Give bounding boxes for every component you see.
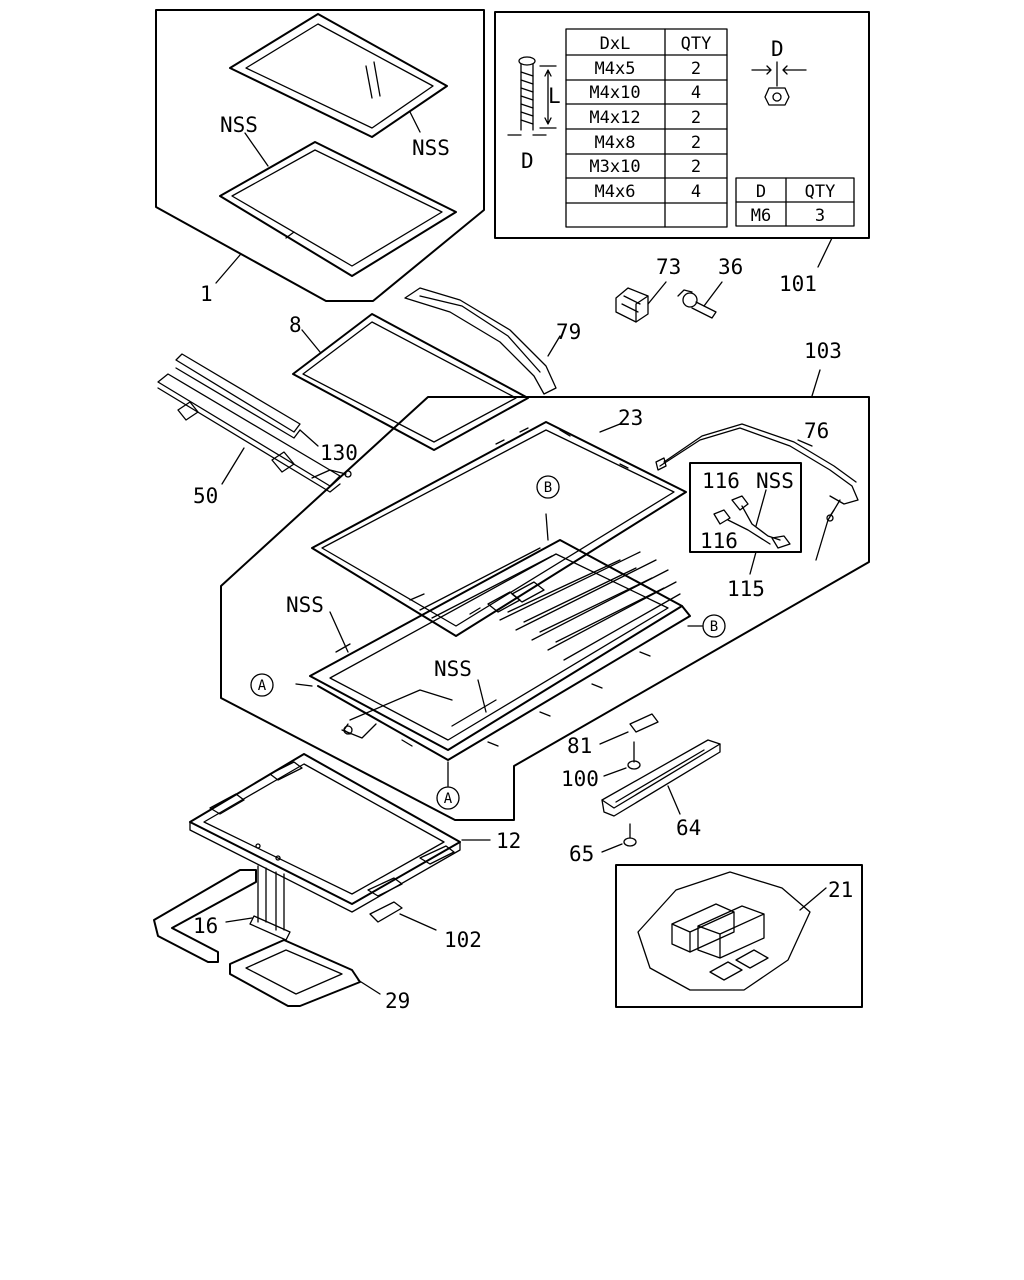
nut-table-cell: M6 (751, 206, 771, 226)
callout-64: 64 (676, 816, 701, 840)
callout-76: 76 (804, 419, 829, 443)
callout-130: 130 (320, 441, 358, 465)
screw-table: DxL QTY M4x5 2 M4x10 4 M4x12 2 M4x8 2 M3… (565, 28, 728, 228)
sub-harness-group-115 (689, 462, 802, 575)
callout-81: 81 (567, 734, 592, 758)
screw-part-100 (603, 741, 641, 777)
svg-text:A: A (258, 678, 267, 694)
callout-nss-glass: NSS (412, 136, 450, 160)
wire-harness-part-76 (655, 423, 859, 561)
svg-text:B: B (544, 480, 552, 496)
screw-diameter-label: D (521, 149, 534, 173)
nut-table-header-qty: QTY (805, 182, 836, 202)
hardware-kit-group-101: L D D DxL QTY M4x5 2 M4x10 4 M4x1 (494, 11, 870, 268)
screw-table-header-dxl: DxL (600, 34, 631, 54)
callout-115: 115 (727, 577, 765, 601)
screw-table-cell: 2 (691, 59, 701, 79)
seal-part-29 (153, 869, 381, 1007)
callout-16: 16 (193, 914, 218, 938)
nut-table-header-d: D (756, 182, 766, 202)
screw-table-cell: 2 (691, 157, 701, 177)
rail-cover-part-64 (601, 739, 721, 817)
frame-tray-part-12 (189, 753, 491, 913)
callout-116-lower: 116 (700, 529, 738, 553)
frame-assembly-group-103 (220, 369, 870, 821)
nut-icon (751, 61, 807, 106)
screw-table-cell: M3x10 (589, 157, 640, 177)
svg-text:B: B (710, 619, 718, 635)
screw-length-label: L (548, 84, 561, 108)
callout-102: 102 (444, 928, 482, 952)
callout-nss-housing: NSS (434, 657, 472, 681)
ref-marker-b-right: B (702, 614, 726, 638)
screw-table-cell: M4x12 (589, 108, 640, 128)
callout-65: 65 (569, 842, 594, 866)
ref-marker-a-bottom: A (436, 786, 460, 810)
callout-101: 101 (779, 272, 817, 296)
frame-ring-part-23 (311, 421, 687, 637)
screw-table-cell: M4x8 (595, 133, 636, 153)
glass-assembly-group-1 (155, 9, 485, 302)
drain-rail-part-130 (175, 353, 319, 447)
ref-marker-a-left: A (250, 673, 274, 697)
screw-table-cell: M4x5 (595, 59, 636, 79)
screw-icon (507, 56, 557, 136)
guide-part-102 (369, 901, 437, 931)
nut-table: D QTY M6 3 (735, 177, 855, 227)
screw-table-cell: M4x6 (595, 182, 636, 202)
cable-part-16 (225, 865, 291, 941)
svg-text:A: A (444, 791, 453, 807)
rail-assembly-part-50 (157, 373, 352, 493)
callout-1: 1 (200, 282, 213, 306)
ref-marker-b-top: B (536, 475, 560, 499)
screw-table-cell: 2 (691, 133, 701, 153)
glass-seal-part-8 (292, 313, 529, 451)
callout-36: 36 (718, 255, 743, 279)
callout-50: 50 (193, 484, 218, 508)
callout-labels: 1 NSS NSS 101 73 36 8 79 103 23 76 130 5… (193, 113, 853, 1013)
sunroof-housing (295, 513, 703, 787)
kit-group-21 (615, 864, 863, 1008)
screw-table-cell: 2 (691, 108, 701, 128)
callout-23: 23 (618, 406, 643, 430)
callout-8: 8 (289, 313, 302, 337)
callout-73: 73 (656, 255, 681, 279)
callout-79: 79 (556, 320, 581, 344)
callout-nss-harness: NSS (756, 469, 794, 493)
screw-table-cell: 4 (691, 182, 701, 202)
bracket-part-81 (599, 713, 659, 745)
callout-nss-frame: NSS (286, 593, 324, 617)
callout-100: 100 (561, 767, 599, 791)
callout-12: 12 (496, 829, 521, 853)
screw-table-cell: 4 (691, 83, 701, 103)
callout-nss-top: NSS (220, 113, 258, 137)
switch-part-73 (615, 281, 667, 323)
callout-29: 29 (385, 989, 410, 1013)
sensor-part-36 (677, 281, 723, 319)
wind-deflector-part-79 (404, 287, 561, 395)
nut-diameter-label: D (771, 37, 784, 61)
screw-part-65 (601, 823, 637, 853)
nut-table-cell: 3 (815, 206, 825, 226)
screw-table-cell: M4x10 (589, 83, 640, 103)
callout-116-upper: 116 (702, 469, 740, 493)
callout-21: 21 (828, 878, 853, 902)
screw-table-header-qty: QTY (681, 34, 712, 54)
callout-103: 103 (804, 339, 842, 363)
